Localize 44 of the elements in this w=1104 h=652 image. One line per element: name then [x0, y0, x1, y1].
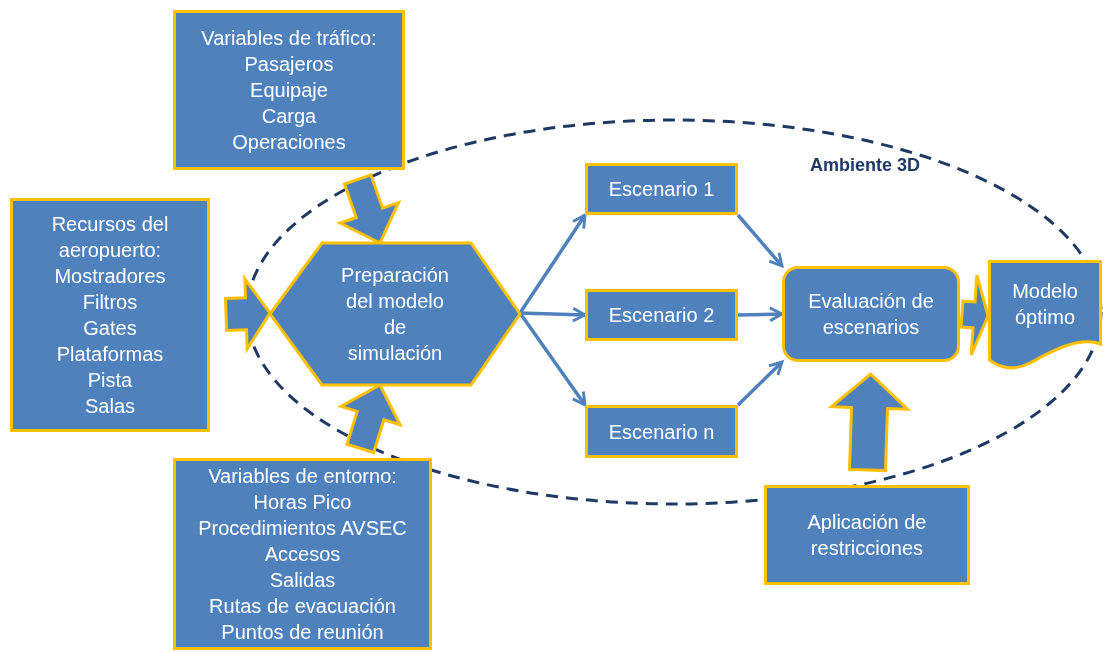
- list-item: Pista: [87, 368, 133, 393]
- list-item: Operaciones: [232, 130, 346, 155]
- list-item: Equipaje: [250, 78, 328, 103]
- process-box: [585, 405, 738, 458]
- arrow: [736, 360, 784, 407]
- arrow: [737, 306, 784, 323]
- list-item: Rutas de evacuación: [209, 594, 396, 619]
- process-box: [764, 485, 970, 585]
- process-box: [782, 266, 960, 362]
- list-item: Carga: [261, 104, 317, 129]
- list-item: Gates: [83, 316, 137, 341]
- block-arrow: [827, 372, 912, 473]
- list-item: Procedimientos AVSEC: [198, 516, 407, 541]
- node-label: Escenario n: [608, 419, 715, 445]
- node-label: Modelo óptimo: [1011, 279, 1079, 330]
- node-label: Recursos del aeropuerto:: [50, 212, 170, 263]
- input-box: [173, 458, 432, 650]
- node-label: Variables de tráfico:: [201, 26, 377, 51]
- node-label: Escenario 1: [608, 177, 715, 202]
- list-item: Plataformas: [56, 342, 164, 367]
- list-item: Filtros: [82, 290, 138, 315]
- arrow: [519, 306, 587, 323]
- list-item: Salidas: [269, 568, 336, 593]
- input-box: [10, 198, 210, 432]
- process-box: [585, 289, 738, 341]
- node-label: Aplicación de restricciones: [806, 510, 928, 561]
- node-label: Escenario 2: [608, 303, 715, 328]
- region-label: Ambiente 3D: [810, 154, 921, 177]
- arrow: [736, 213, 784, 268]
- node-label: Preparación del modelo de simulación: [340, 263, 450, 366]
- list-item: Pasajeros: [244, 52, 334, 77]
- input-box: [173, 10, 405, 170]
- list-item: Mostradores: [54, 264, 166, 289]
- arrow: [518, 213, 587, 314]
- node-label: Variables de entorno:: [208, 464, 397, 489]
- list-item: Horas Pico: [253, 490, 352, 515]
- block-arrow: [959, 273, 990, 357]
- list-item: Salas: [85, 394, 135, 419]
- process-box: [585, 163, 738, 215]
- block-arrow: [223, 274, 272, 354]
- list-item: Accesos: [264, 542, 341, 567]
- list-item: Puntos de reunión: [221, 620, 384, 645]
- arrow: [518, 312, 587, 407]
- node-label: Evaluación de escenarios: [807, 289, 935, 340]
